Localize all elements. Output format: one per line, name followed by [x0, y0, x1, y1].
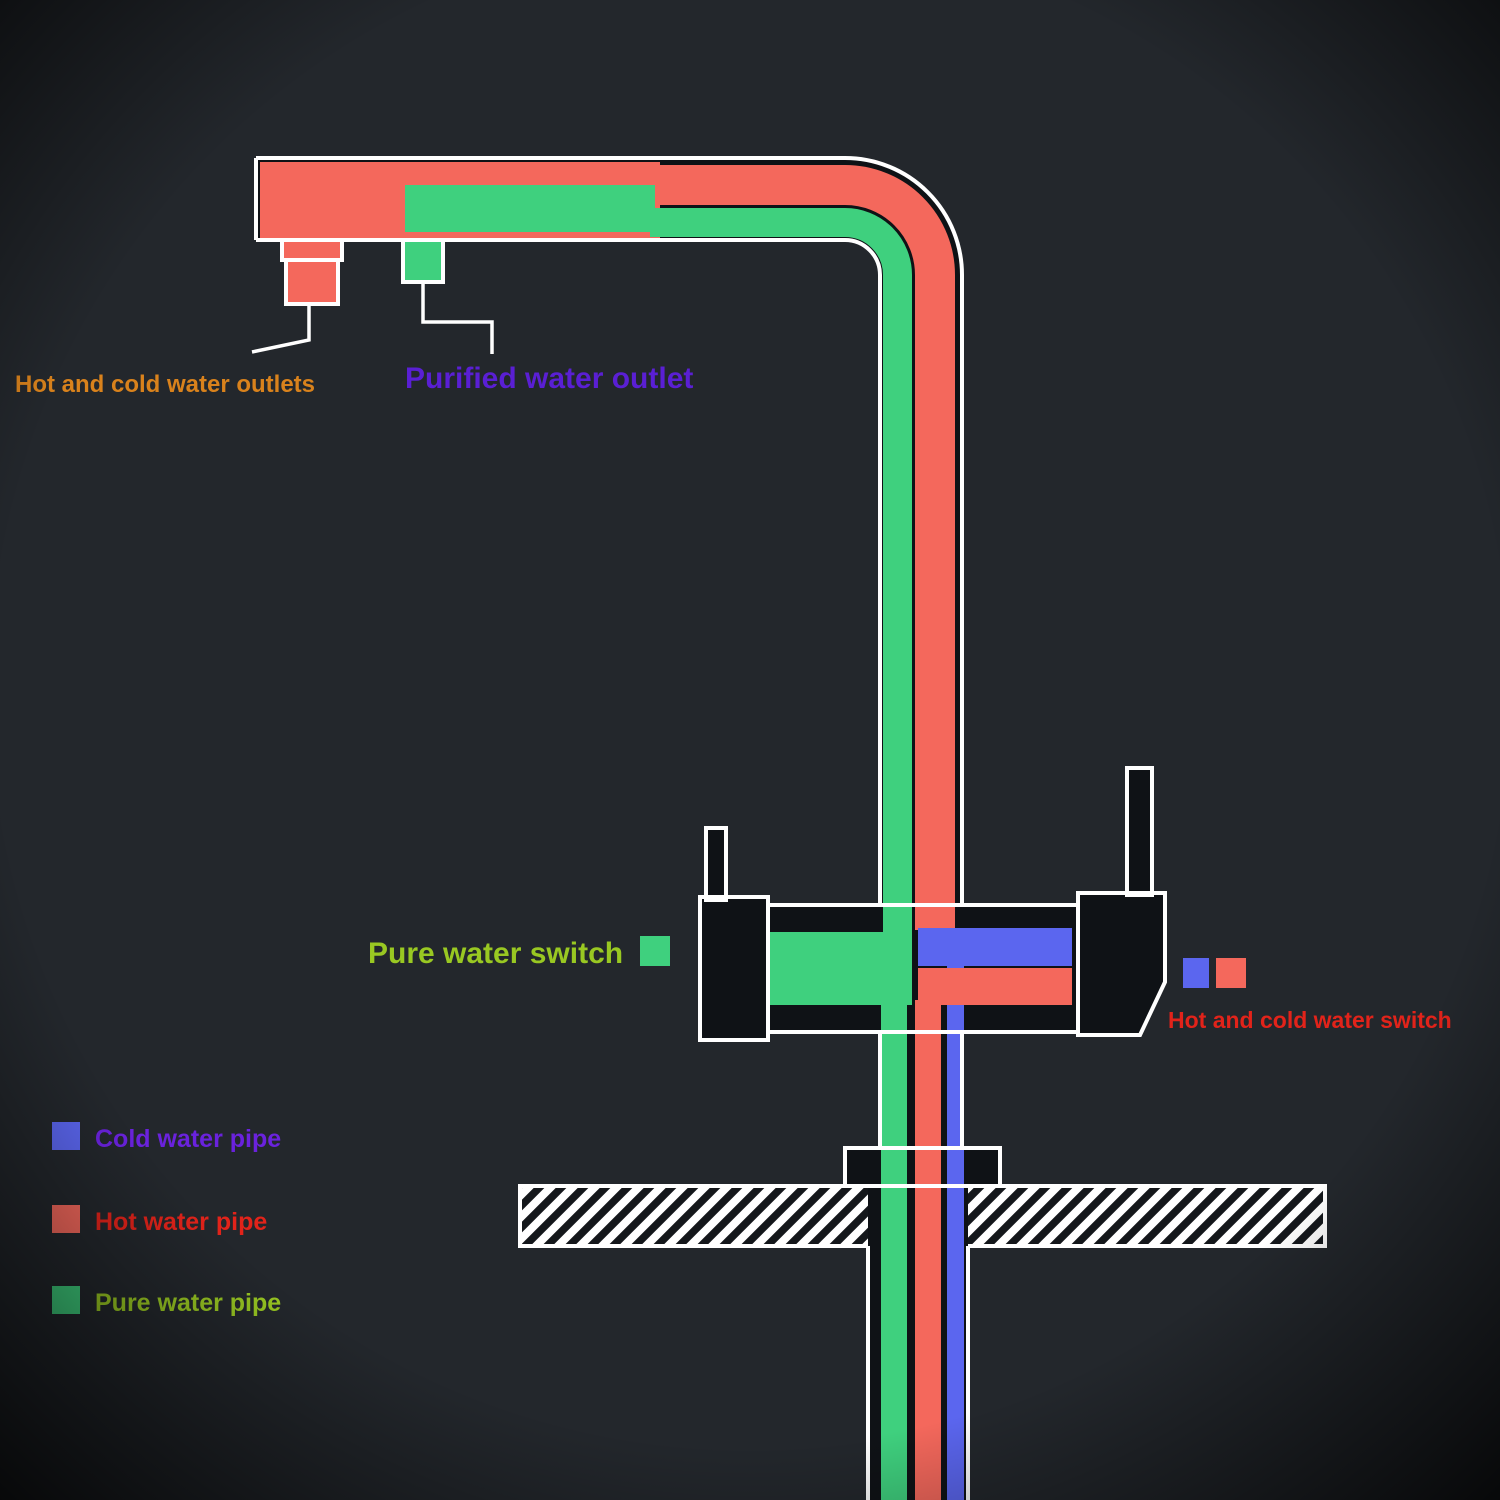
label-hot-cold-outlets: Hot and cold water outlets	[15, 371, 315, 398]
right-lever-interior	[1127, 768, 1152, 895]
legend-label-hot: Hot water pipe	[95, 1208, 267, 1236]
label-purified-outlet: Purified water outlet	[405, 362, 693, 395]
legend-swatch-cold	[52, 1122, 80, 1150]
legend-label-cold: Cold water pipe	[95, 1125, 281, 1153]
label-hot-cold-switch: Hot and cold water switch	[1168, 1007, 1452, 1033]
left-handle-interior	[700, 897, 768, 1040]
pure-pipe-down	[881, 1000, 907, 1500]
hot-cold-water-outlet	[280, 238, 344, 306]
label-pure-water-switch: Pure water switch	[368, 937, 623, 970]
legend-swatch-pure	[52, 1286, 80, 1314]
legend-swatch-hot	[52, 1205, 80, 1233]
hot-cold-switch-swatch-cold	[1183, 958, 1209, 988]
hot-cold-outlet-body	[284, 258, 340, 306]
left-lever-interior	[706, 828, 726, 900]
hot-cold-switch-swatch-hot	[1216, 958, 1246, 988]
pure-water-fill	[405, 185, 655, 232]
legend-label-pure: Pure water pipe	[95, 1289, 281, 1317]
body-hot-band	[918, 968, 1072, 1005]
purified-water-outlet-stub	[401, 238, 445, 284]
body-cold-band	[918, 928, 1072, 966]
hot-pipe-down	[915, 1000, 941, 1500]
pure-switch-swatch	[640, 936, 670, 966]
body-pure-band	[768, 932, 912, 1005]
hot-cold-outlet-top	[280, 238, 344, 262]
